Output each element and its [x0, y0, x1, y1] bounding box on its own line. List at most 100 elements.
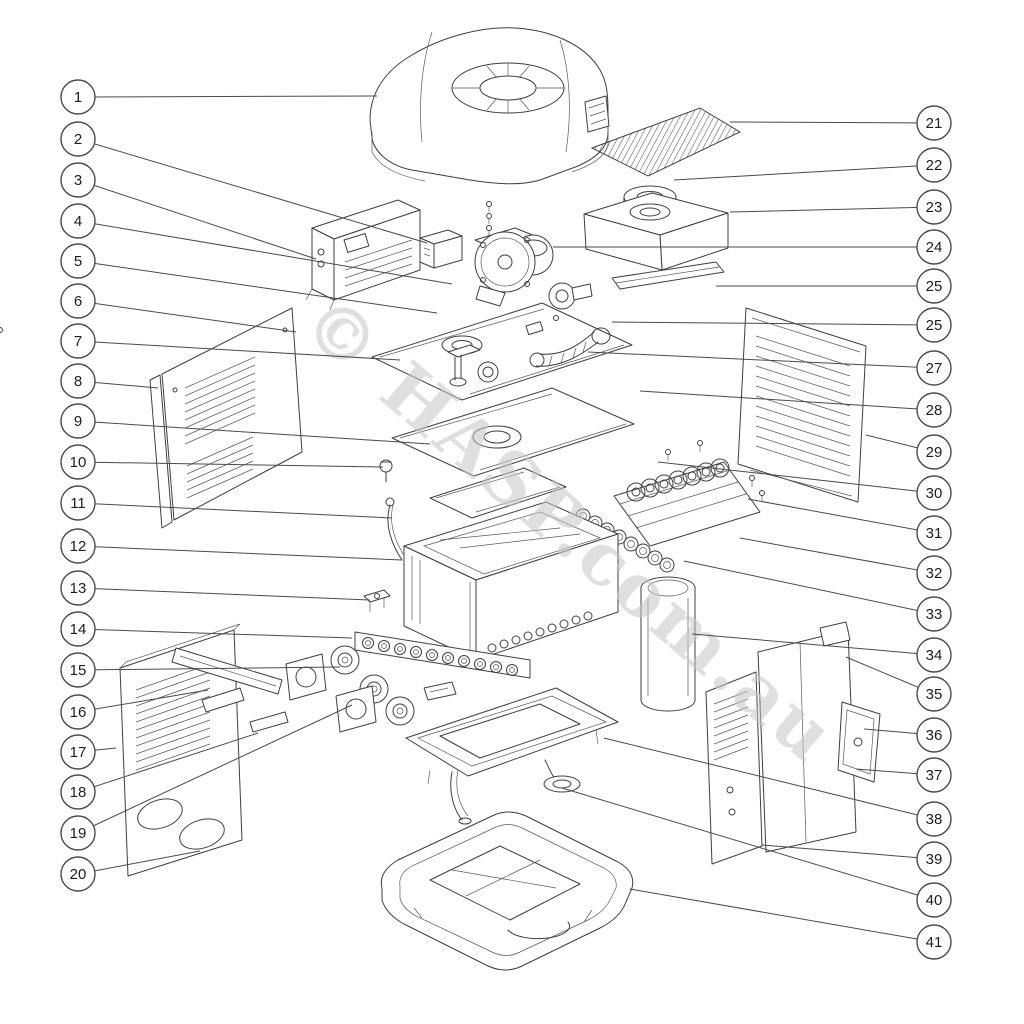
callout-circle-35 — [916, 676, 952, 712]
callout-10: 10 — [60, 444, 96, 480]
leader-line-39 — [761, 844, 935, 860]
leader-line-9 — [77, 420, 431, 445]
callout-number-30: 30 — [926, 485, 943, 502]
callout-circle-15 — [60, 652, 96, 688]
callout-number-41: 41 — [926, 934, 943, 951]
leader-line-27 — [587, 351, 935, 369]
callout-40: 40 — [916, 882, 952, 918]
callout-23: 23 — [916, 189, 952, 225]
hood-top-cover — [369, 27, 610, 185]
callout-24: 24 — [916, 229, 952, 265]
callout-circle-28 — [916, 392, 952, 428]
callout-circle-8 — [60, 363, 96, 399]
callout-number-12: 12 — [70, 538, 87, 555]
callout-12: 12 — [60, 528, 96, 564]
callout-number-15: 15 — [70, 662, 87, 679]
callout-circle-34 — [916, 637, 952, 673]
front-panel — [119, 623, 243, 877]
callout-22: 22 — [916, 147, 952, 183]
flue-hose — [529, 327, 611, 368]
callout-number-27: 27 — [926, 360, 943, 377]
callout-number-39: 39 — [926, 851, 943, 868]
callout-39: 39 — [916, 841, 952, 877]
callout-29: 29 — [916, 434, 952, 470]
callout-21: 21 — [916, 105, 952, 141]
callout-number-2: 2 — [74, 131, 82, 148]
leader-line-10 — [77, 461, 384, 468]
leader-line-13 — [77, 587, 371, 601]
callout-circle-37 — [916, 757, 952, 793]
callout-8: 8 — [60, 363, 96, 399]
callout-number-32: 32 — [926, 565, 943, 582]
callout-circle-3 — [60, 162, 96, 198]
callout-number-38: 38 — [926, 811, 943, 828]
flue-collector-box — [583, 192, 729, 271]
top-plate — [0, 302, 633, 401]
leader-line-3 — [77, 179, 317, 260]
callout-number-24: 24 — [926, 239, 943, 256]
callout-19: 19 — [60, 815, 96, 851]
callout-number-37: 37 — [926, 767, 943, 784]
callout-number-18: 18 — [70, 784, 87, 801]
callout-circle-32 — [916, 555, 952, 591]
callout-28: 28 — [916, 392, 952, 428]
rear-right-panel — [757, 621, 857, 853]
callout-number-16: 16 — [70, 704, 87, 721]
leader-line-30 — [657, 461, 935, 494]
callout-18: 18 — [60, 774, 96, 810]
callout-circle-5 — [60, 243, 96, 279]
callout-number-3: 3 — [74, 172, 82, 189]
callout-number-35: 35 — [926, 686, 943, 703]
callout-25: 25 — [916, 268, 952, 304]
callout-number-17: 17 — [70, 744, 87, 761]
blower-assembly — [474, 227, 554, 307]
leader-line-11 — [77, 502, 393, 519]
leader-line-18 — [77, 732, 259, 793]
callout-number-8: 8 — [74, 373, 82, 390]
callout-circle-12 — [60, 528, 96, 564]
callout-number-20: 20 — [70, 866, 87, 883]
leader-line-1 — [77, 95, 378, 98]
callout-15: 15 — [60, 652, 96, 688]
leader-line-38 — [603, 737, 935, 820]
leader-line-32 — [739, 537, 935, 574]
callout-circle-2 — [60, 121, 96, 157]
leader-line-23 — [729, 206, 935, 213]
callout-27: 27 — [916, 350, 952, 386]
leader-line-25 — [611, 321, 935, 326]
gasket-layers — [391, 387, 635, 519]
callout-circle-30 — [916, 475, 952, 511]
callout-38: 38 — [916, 801, 952, 837]
callout-number-14: 14 — [70, 621, 87, 638]
callout-25: 25 — [916, 307, 952, 343]
callout-circle-41 — [916, 924, 952, 960]
callout-35: 35 — [916, 676, 952, 712]
callout-number-34: 34 — [926, 647, 943, 664]
callout-4: 4 — [60, 203, 96, 239]
top-grille — [590, 107, 742, 177]
leader-line-2 — [77, 138, 428, 244]
callout-circle-24 — [916, 229, 952, 265]
callout-number-13: 13 — [70, 580, 87, 597]
assembly-artwork — [0, 27, 881, 971]
left-side-panel — [149, 307, 303, 529]
callout-circle-10 — [60, 444, 96, 480]
callout-33: 33 — [916, 596, 952, 632]
callout-number-6: 6 — [74, 293, 82, 310]
small-valve — [379, 459, 393, 483]
callout-circle-21 — [916, 105, 952, 141]
callout-3: 3 — [60, 162, 96, 198]
callout-9: 9 — [60, 403, 96, 439]
heat-exchanger — [403, 501, 619, 661]
leader-line-4 — [77, 220, 453, 285]
callout-circle-36 — [916, 717, 952, 753]
callout-number-33: 33 — [926, 606, 943, 623]
leader-line-5 — [77, 260, 438, 314]
leader-line-14 — [77, 628, 353, 639]
callout-6: 6 — [60, 283, 96, 319]
callout-number-10: 10 — [70, 454, 87, 471]
callout-number-21: 21 — [926, 115, 943, 132]
leader-line-21 — [729, 121, 935, 124]
callout-number-22: 22 — [926, 157, 943, 174]
leader-line-34 — [691, 633, 935, 656]
